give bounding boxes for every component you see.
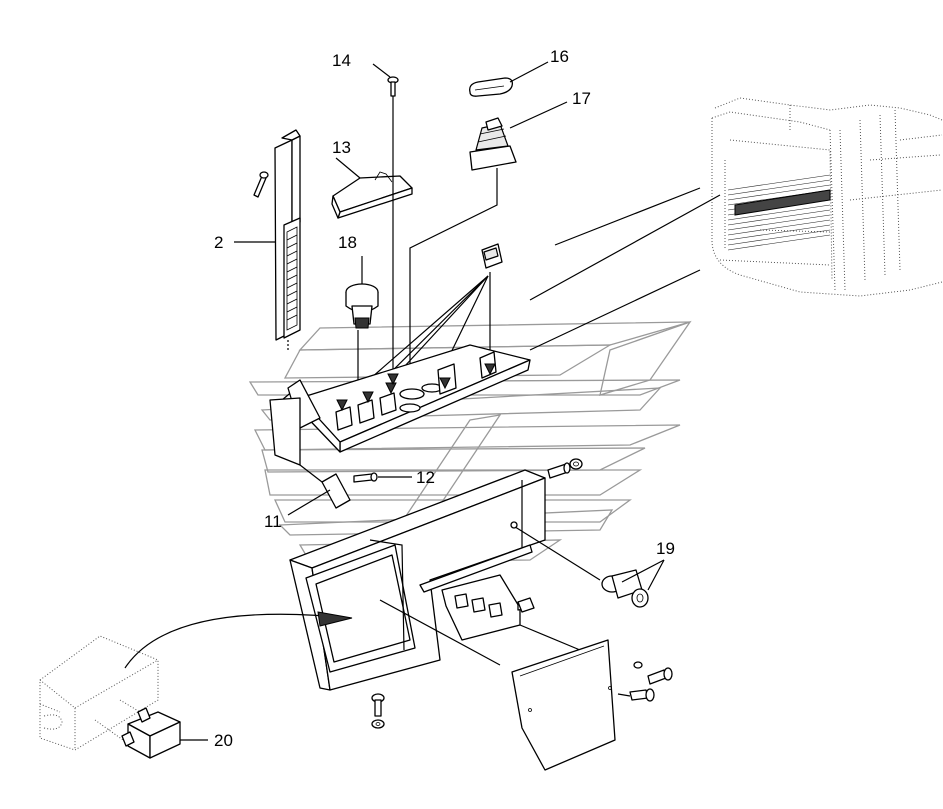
part-16-gasket xyxy=(469,77,513,97)
part-12-screw xyxy=(353,472,412,483)
callout-2: 2 xyxy=(214,233,223,252)
callout-20: 20 xyxy=(214,731,233,750)
callout-leaders xyxy=(180,61,665,741)
callout-18: 18 xyxy=(338,233,357,252)
part-19-switch xyxy=(510,521,649,608)
console-arrows xyxy=(336,363,496,412)
callout-16: 16 xyxy=(550,47,569,66)
screw-icon xyxy=(253,171,269,198)
cover-screws xyxy=(617,661,673,702)
part-11-plate xyxy=(287,464,351,516)
part-17-boot xyxy=(409,117,517,380)
console-side-panel xyxy=(289,469,546,691)
callout-14: 14 xyxy=(332,51,351,70)
callout-11: 11 xyxy=(264,512,282,531)
console-top-panel xyxy=(269,344,531,466)
part-13-shroud xyxy=(331,171,413,219)
part-14-screw xyxy=(387,76,399,385)
bracket-nut xyxy=(517,597,535,613)
bottom-bolt xyxy=(371,693,385,729)
cab-leader-lines xyxy=(529,187,721,351)
switch-bracket xyxy=(441,574,581,651)
part-18-switch xyxy=(345,283,379,390)
callout-17: 17 xyxy=(572,89,591,108)
cab-illustration xyxy=(711,97,943,297)
background-watermark xyxy=(248,320,692,563)
part-20-relay xyxy=(121,707,181,759)
callout-19: 19 xyxy=(656,539,675,558)
callout-labels: 2 11 12 13 14 16 17 18 19 20 xyxy=(214,47,675,750)
relocation-arrow xyxy=(124,611,353,669)
lower-cover-panel xyxy=(511,639,616,771)
side-panel-screws xyxy=(547,458,583,479)
part-2-vent-panel xyxy=(274,129,301,352)
callout-13: 13 xyxy=(332,138,351,157)
callout-12: 12 xyxy=(416,468,435,487)
